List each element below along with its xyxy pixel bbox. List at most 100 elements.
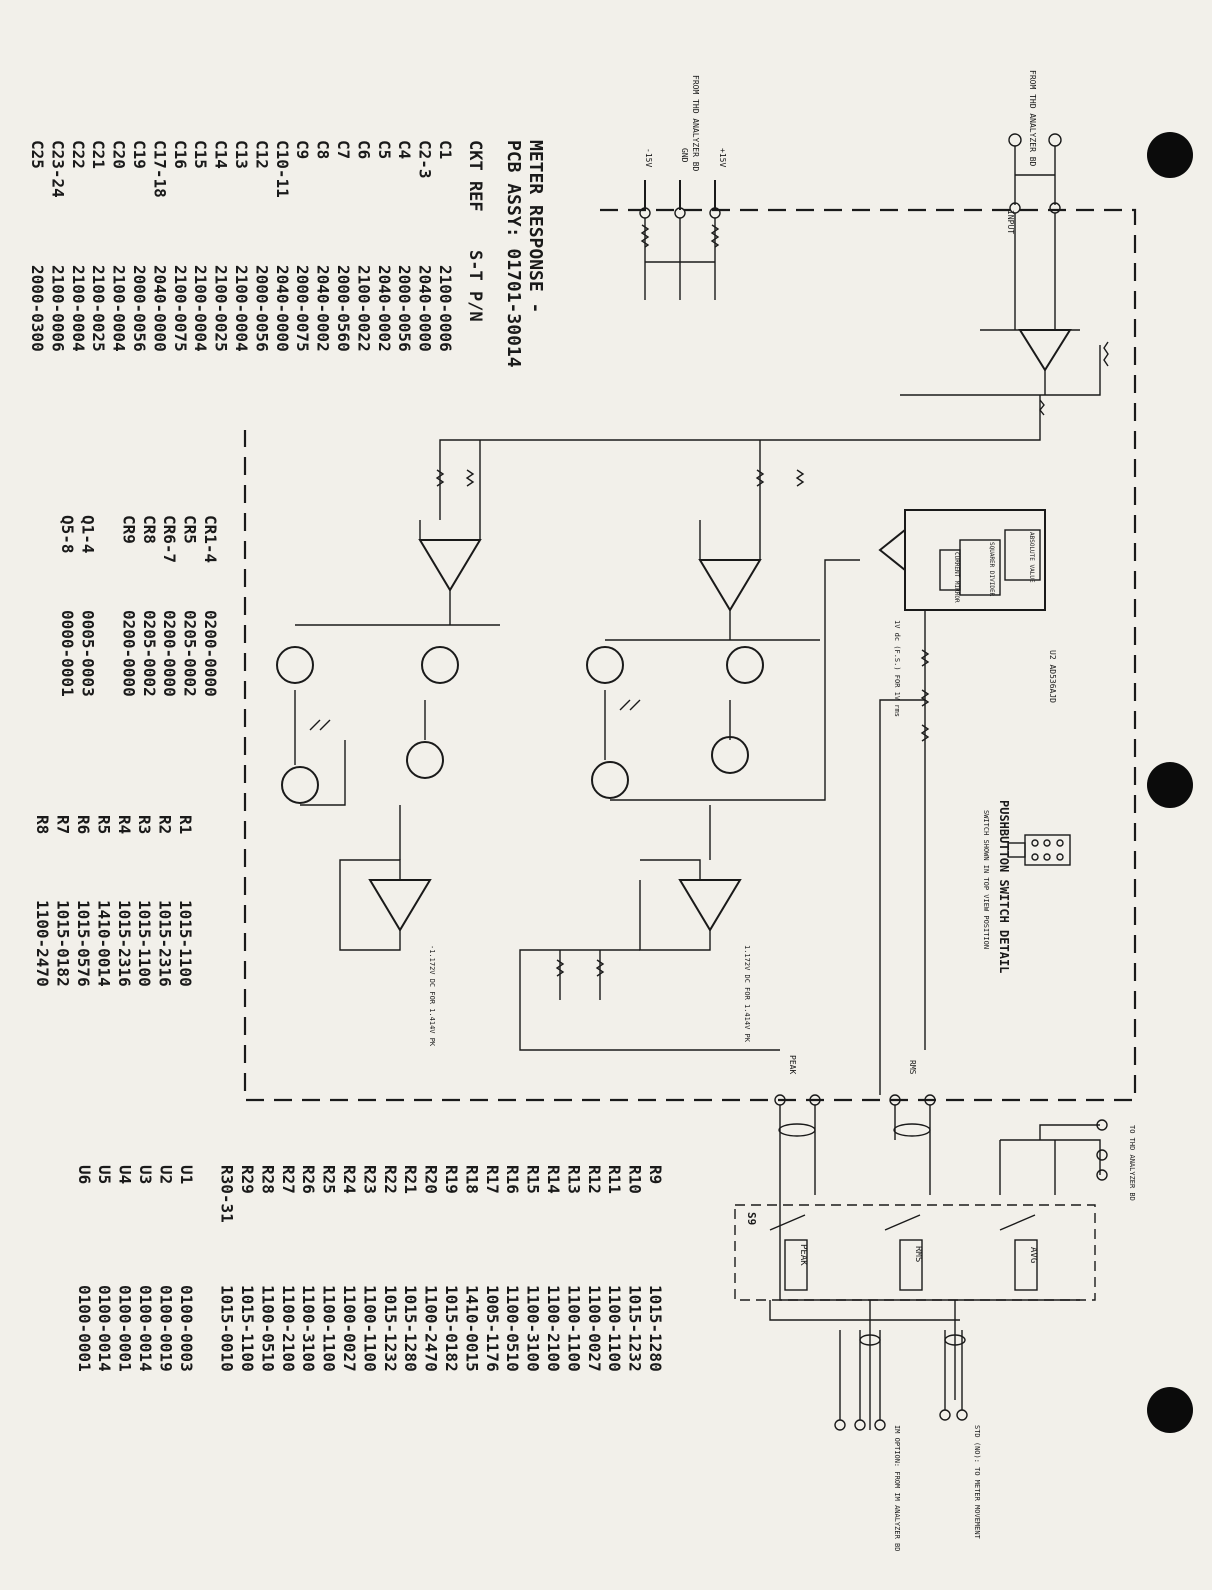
svg-text:CURRENT MIRROR: CURRENT MIRROR [953,552,960,603]
rail-gnd: GND [680,148,689,163]
switch-detail-title: PUSHBUTTON SWITCH DETAIL [997,800,1011,973]
part-ref: C8 [314,140,333,159]
part-ref: C17-18 [150,140,169,198]
part-ref: R13 [564,1165,583,1194]
part-pn: 1100-2100 [279,1285,298,1372]
part-ref: CR8 [140,515,159,544]
part-pn: 2100-0004 [69,265,88,352]
part-pn: 1015-2316 [115,900,134,987]
part-pn: 1100-3100 [524,1285,543,1372]
part-pn: 1015-2316 [156,900,175,987]
part-pn: 1100-0027 [340,1285,359,1372]
part-ref: R2 [156,815,175,834]
rail-plus15: +15V [718,148,727,167]
part-pn: 0200-0000 [119,610,138,697]
opamp-u5 [418,539,482,592]
part-pn: 1100-0510 [258,1285,277,1372]
part-ref: C5 [375,140,394,159]
part-ref: C16 [171,140,190,169]
avg-button: AVG [1028,1247,1038,1263]
part-pn: 0100-0001 [75,1285,94,1372]
part-ref: C19 [130,140,149,169]
part-ref: C23-24 [48,140,67,198]
rms-button: RMS [913,1246,923,1262]
v-rms-note: 1V dc (F.S.) FOR 1V rms [893,620,901,717]
part-ref: R29 [238,1165,257,1194]
part-pn: 2100-0022 [354,265,373,352]
from-thd-power-label: FROM THD ANALYZER BD [691,75,700,172]
from-analyzer-option-label: IM OPTION: FROM IM ANALYZER BD [893,1425,901,1551]
punch-hole-bottom [1147,1387,1193,1433]
part-ref: R17 [483,1165,502,1194]
part-ref: R16 [503,1165,522,1194]
part-pn: 2000-0300 [28,265,47,352]
peak-channel-lower [276,440,500,806]
part-pn: 1410-0014 [94,900,113,987]
power-input: FROM THD ANALYZER BD +15V GND -15V [639,75,727,300]
part-ref: R19 [442,1165,461,1194]
part-ref: C15 [191,140,210,169]
col-header-pn: S-T P/N [465,250,485,322]
part-pn: 2100-0075 [171,265,190,352]
part-ref: C7 [334,140,353,159]
part-ref: R28 [258,1165,277,1194]
rms-converter: ABSOLUTE VALUE SQUARER DIVIDER CURRENT M… [878,509,1057,1095]
part-ref: R20 [422,1165,441,1194]
part-pn: 1015-1232 [626,1285,645,1372]
col-header-ref: CKT REF [465,140,485,212]
part-pn: 1100-2470 [33,900,52,987]
part-ref: Q5-8 [58,515,77,554]
part-pn: 0200-0000 [201,610,220,697]
part-pn: 0100-0014 [136,1285,155,1372]
part-ref: R8 [33,815,52,834]
to-meter-label: STD (NO): TO METER MOVEMENT [973,1425,981,1540]
part-pn: 0100-0003 [177,1285,196,1372]
opamp-u6 [368,879,432,932]
part-ref: R11 [605,1165,624,1194]
part-pn: 1005-1176 [483,1285,502,1372]
part-pn: 1100-2100 [544,1285,563,1372]
input-label: INPUT [1006,210,1015,234]
part-ref: Q1-4 [79,515,98,554]
part-pn: 2000-0056 [130,265,149,352]
part-pn: 1100-1100 [360,1285,379,1372]
part-ref: R5 [94,815,113,834]
svg-text:ABSOLUTE VALUE: ABSOLUTE VALUE [1028,532,1035,583]
rms-out-label: RMS [908,1060,917,1075]
punch-hole-middle [1147,762,1193,808]
rail-minus15: -15V [644,148,653,167]
part-pn: 2000-0056 [395,265,414,352]
part-ref: U1 [177,1165,196,1184]
part-pn: 2040-0002 [314,265,333,352]
part-ref: R25 [320,1165,339,1194]
part-ref: U6 [75,1165,94,1184]
part-pn: 0100-0019 [156,1285,175,1372]
part-pn: 1100-1100 [320,1285,339,1372]
part-ref: C10-11 [273,140,292,198]
output-switch: TO THD ANALYZER BD S9 PEAK RMS AVG IM OP… [734,1094,1136,1551]
part-pn: 1015-1100 [238,1285,257,1372]
part-ref: R26 [299,1165,318,1194]
parts-col4: R91015-1280R101015-1232R111100-1100R1211… [75,1165,665,1372]
part-ref: R27 [279,1165,298,1194]
part-pn: 1015-0182 [442,1285,461,1372]
part-pn: 2040-0000 [273,265,292,352]
part-pn: 0200-0000 [160,610,179,697]
part-pn: 0005-0003 [79,610,98,697]
part-pn: 1410-0015 [462,1285,481,1372]
part-ref: R6 [74,815,93,834]
part-ref: R14 [544,1165,563,1194]
part-ref: C14 [212,140,231,169]
switch-detail: PUSHBUTTON SWITCH DETAIL SWITCH SHOWN IN… [982,800,1071,973]
part-pn: 0205-0002 [140,610,159,697]
parts-col1: C12100-0006C2-32040-0000C42000-0056C5204… [28,140,455,352]
part-pn: 2000-0056 [252,265,271,352]
title: METER RESPONSE - [525,140,546,313]
buffer-stages: 1.172V DC FOR 1.414V PK -1.172V DC FOR 1… [339,805,917,1075]
part-ref: R23 [360,1165,379,1194]
part-pn: 1015-1280 [401,1285,420,1372]
part-ref: R18 [462,1165,481,1194]
part-ref: C6 [354,140,373,159]
part-pn: 1015-0010 [218,1285,237,1372]
